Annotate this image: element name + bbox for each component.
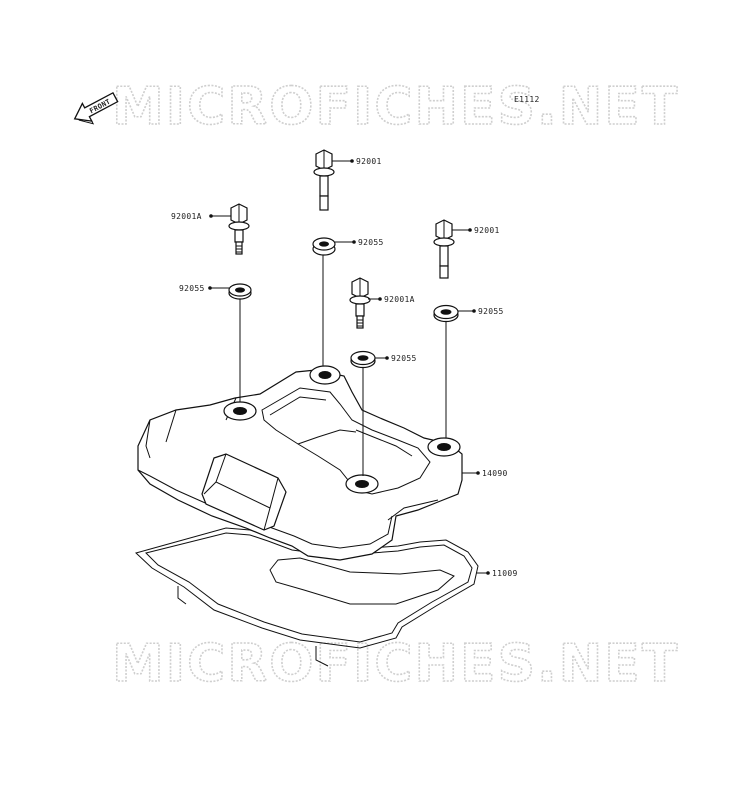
label-bolt-top-center: 92001 <box>356 157 382 166</box>
cylinder-head-cover[interactable] <box>137 365 463 561</box>
callout-washer-right: 92055 <box>458 307 504 316</box>
callout-bolt-top-center: 92001 <box>332 157 382 166</box>
callout-bolt-left: 92001A <box>171 212 231 221</box>
bolt-center[interactable] <box>349 277 371 329</box>
diagram-code: E1112 <box>514 95 540 104</box>
watermark-bottom: MICROFICHES.NET <box>112 634 679 694</box>
watermark-top: MICROFICHES.NET <box>112 77 679 137</box>
callout-bolt-right: 92001 <box>452 226 500 235</box>
label-bolt-left: 92001A <box>171 212 202 221</box>
callout-gasket: 11009 <box>476 569 518 578</box>
label-bolt-center: 92001A <box>384 295 415 304</box>
label-gasket: 11009 <box>492 569 518 578</box>
callout-washer-left: 92055 <box>179 284 229 293</box>
bolt-top-center[interactable] <box>313 149 335 211</box>
washer-left[interactable] <box>228 283 252 300</box>
callout-washer-top-center: 92055 <box>335 238 384 247</box>
label-washer-left: 92055 <box>179 284 205 293</box>
label-cylinder-head-cover: 14090 <box>482 469 508 478</box>
bolt-right[interactable] <box>433 219 455 279</box>
assembly-lines <box>239 250 447 476</box>
callout-washer-center: 92055 <box>375 354 417 363</box>
bolt-left[interactable] <box>228 203 250 255</box>
label-washer-top-center: 92055 <box>358 238 384 247</box>
washer-right[interactable] <box>433 304 459 323</box>
callout-cylinder-head-cover: 14090 <box>462 469 508 478</box>
washer-center[interactable] <box>350 350 376 369</box>
label-washer-center: 92055 <box>391 354 417 363</box>
label-washer-right: 92055 <box>478 307 504 316</box>
label-bolt-right: 92001 <box>474 226 500 235</box>
washer-top-center[interactable] <box>312 237 336 256</box>
callout-bolt-center: 92001A <box>368 295 415 304</box>
